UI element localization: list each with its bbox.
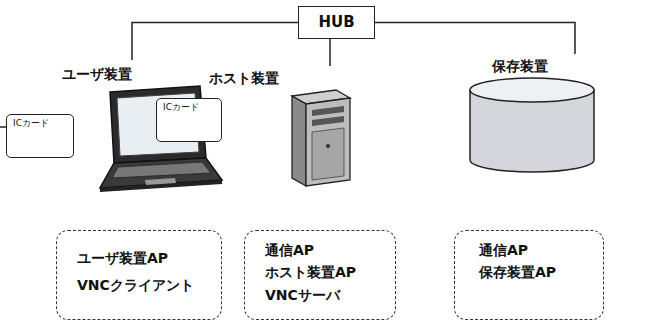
device-label: ユーザ装置 [62,66,220,83]
card-label: ICカード [163,102,215,113]
laptop-illustration [100,86,222,192]
application-name: VNCサーバ [265,284,375,306]
hub-label: HUB [303,13,370,33]
ic-card: ICカード [6,114,74,158]
card-label: ICカード [13,118,67,129]
ic-card: ICカード [156,98,222,142]
application-name: ホスト装置AP [265,261,375,283]
network-cable [329,39,331,66]
application-list-box: 通信APホスト装置APVNCサーバ [244,230,396,320]
application-list-box: 通信AP保存装置AP [454,230,604,320]
network-cable [132,23,298,61]
network-cable [375,23,575,55]
storage-device: 保存装置 [468,54,598,176]
device-label: ホスト装置 [209,70,351,87]
application-name: VNCクライアント [77,272,201,299]
hub-box: HUB [298,6,375,39]
application-name: 通信AP [265,239,375,261]
host-device: ホスト装置 [205,66,355,190]
tower-server-illustration [292,90,350,186]
application-name: 通信AP [479,239,579,261]
application-name: ユーザ装置AP [77,245,201,272]
storage-cylinder [470,78,594,172]
application-list-box: ユーザ装置APVNCクライアント [56,230,222,320]
application-name: 保存装置AP [479,261,579,283]
device-label: 保存装置 [492,58,574,75]
